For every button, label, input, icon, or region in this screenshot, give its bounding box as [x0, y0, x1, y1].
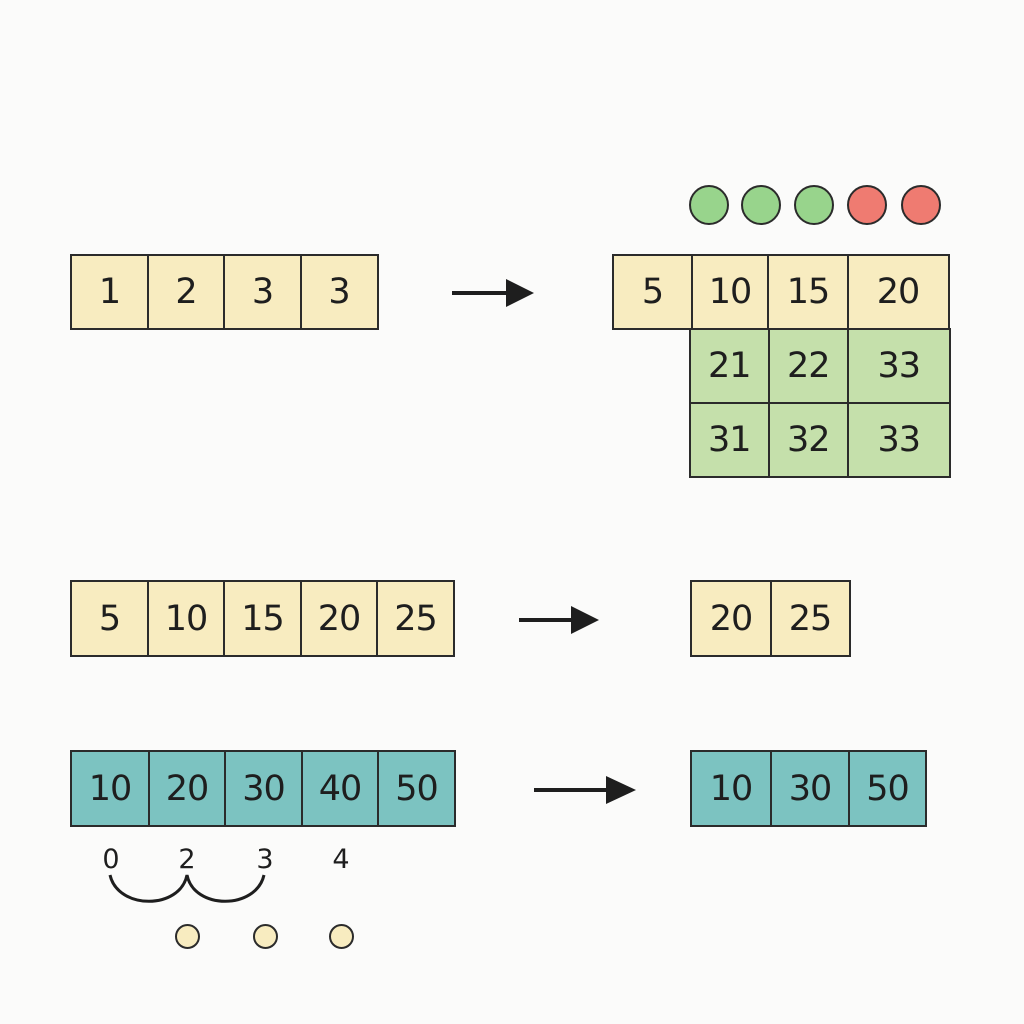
status-dot-4: [847, 185, 887, 225]
array-cell: 5: [612, 254, 693, 330]
array-cell: 50: [377, 750, 456, 827]
index-label: 4: [332, 844, 350, 875]
array-cell: 20: [299, 580, 379, 657]
row1-output-grid: 21 22 33 31 32 33: [688, 327, 951, 478]
array-cell: 25: [769, 580, 851, 657]
row2-input-array: 5 10 15 20 25: [70, 580, 455, 657]
brace-icon: [108, 874, 266, 903]
index-label: 3: [256, 844, 274, 875]
array-cell: 50: [848, 750, 927, 827]
row3-arrow-icon: [534, 776, 636, 804]
status-dot-1: [689, 185, 729, 225]
array-cell: 1: [70, 254, 149, 330]
array-cell: 10: [146, 580, 226, 657]
grid-cell: 21: [688, 327, 770, 404]
array-cell: 20: [147, 750, 227, 827]
grid-cell: 22: [767, 327, 849, 404]
status-dot-2: [741, 185, 781, 225]
array-cell: 10: [690, 750, 772, 827]
status-dot-5: [901, 185, 941, 225]
array-cell: 5: [70, 580, 149, 657]
grid-cell: 32: [767, 401, 849, 478]
array-cell: 10: [690, 254, 770, 330]
array-cell: 15: [223, 580, 302, 657]
row3-output-array: 10 30 50: [690, 750, 927, 827]
array-cell: 2: [146, 254, 226, 330]
row1-output-array: 5 10 15 20: [612, 254, 950, 330]
grid-cell: 33: [846, 327, 951, 404]
array-cell: 25: [376, 580, 455, 657]
row2-arrow-icon: [519, 606, 599, 634]
array-cell: 3: [299, 254, 379, 330]
row1-input-array: 1 2 3 3: [70, 254, 379, 330]
grid-cell: 31: [688, 401, 770, 478]
array-cell: 30: [224, 750, 303, 827]
index-dot-2: [253, 924, 278, 949]
index-label: 2: [178, 844, 196, 875]
index-dot-3: [329, 924, 354, 949]
row1-arrow-icon: [452, 279, 534, 307]
index-label: 0: [102, 844, 120, 875]
array-cell: 15: [767, 254, 849, 330]
array-cell: 40: [300, 750, 380, 827]
array-cell: 10: [70, 750, 150, 827]
array-cell: 3: [223, 254, 302, 330]
row2-output-array: 20 25: [690, 580, 851, 657]
array-cell: 30: [769, 750, 851, 827]
array-cell: 20: [846, 254, 950, 330]
row3-input-array: 10 20 30 40 50: [70, 750, 456, 827]
grid-cell: 33: [846, 401, 951, 478]
status-dot-3: [794, 185, 834, 225]
array-cell: 20: [690, 580, 772, 657]
index-dot-1: [175, 924, 200, 949]
